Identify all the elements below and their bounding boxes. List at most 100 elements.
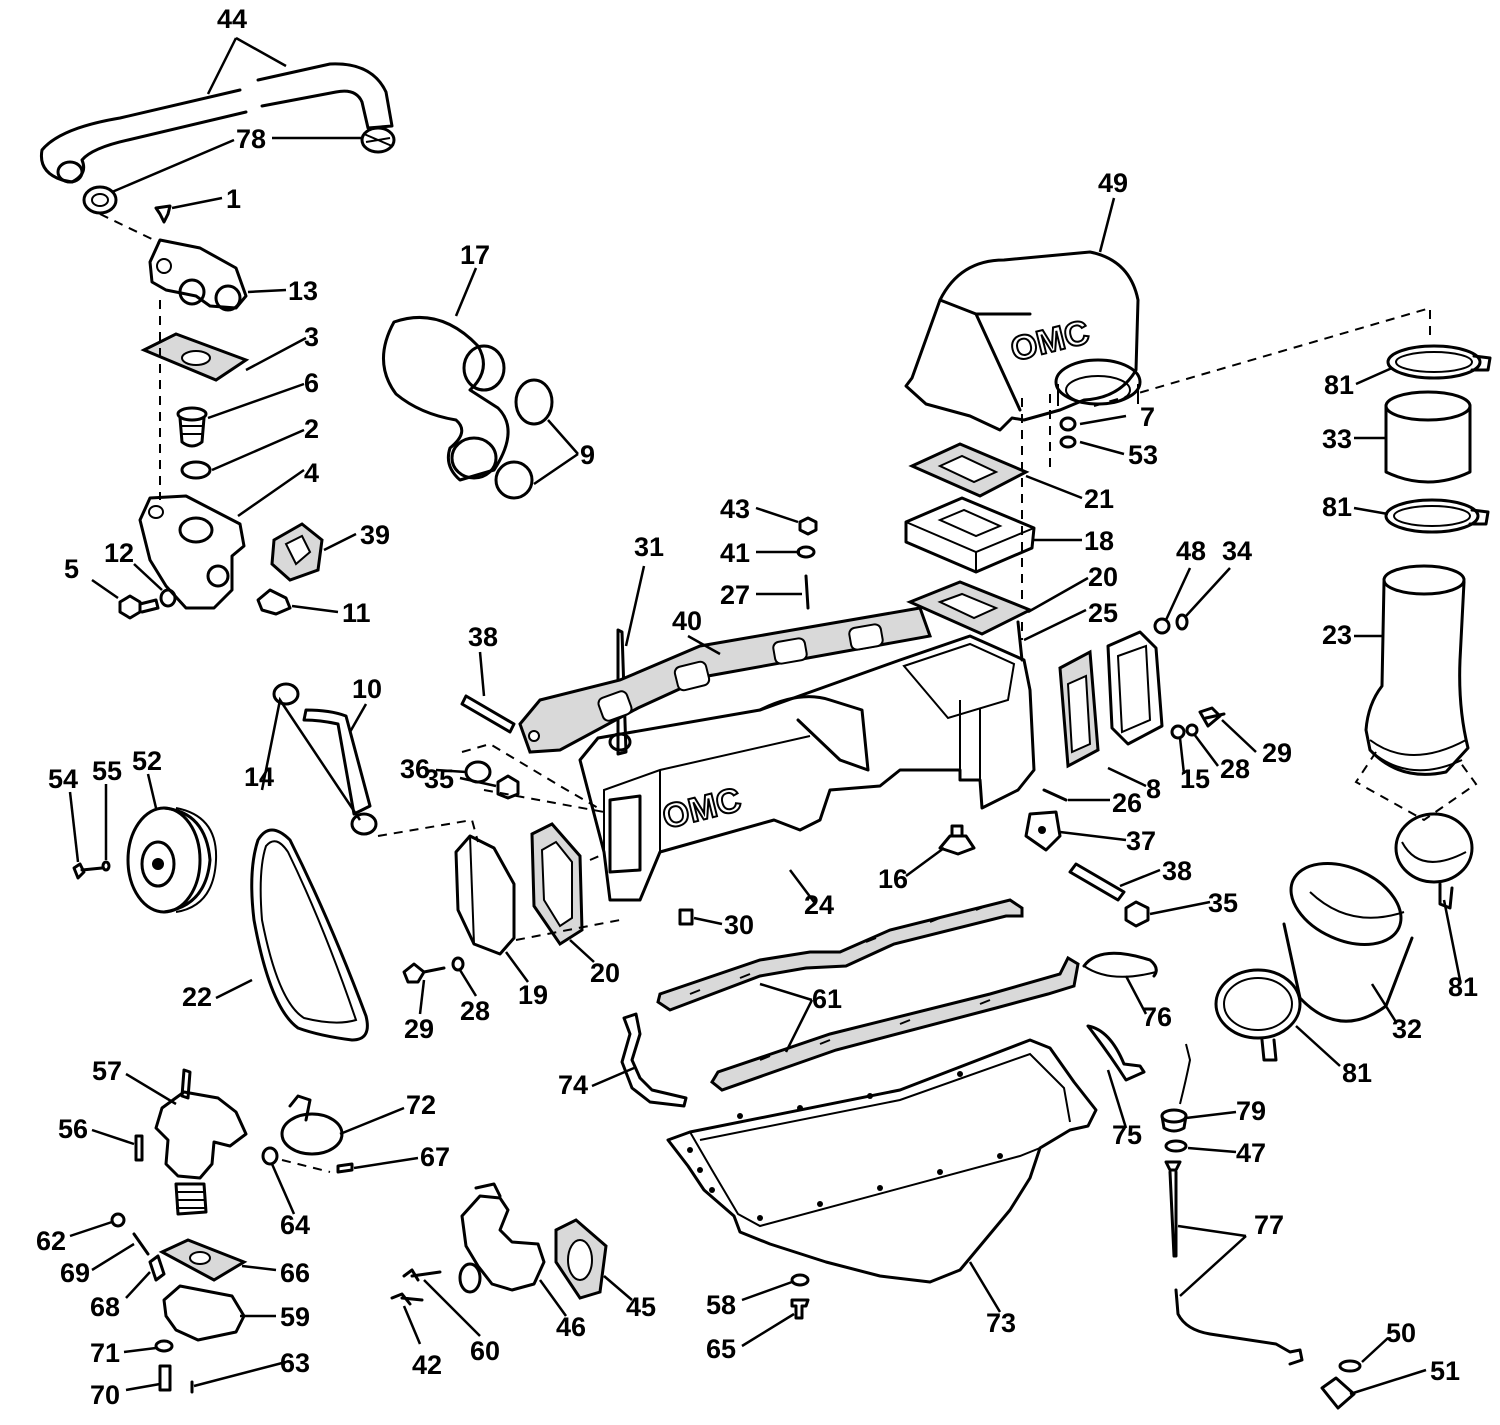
callout-11: 11: [342, 598, 371, 628]
callout-44: 44: [217, 4, 247, 34]
part-51-nut: [1320, 1376, 1356, 1410]
callout-51: 51: [1430, 1356, 1460, 1386]
part-3-gasket: [140, 332, 250, 382]
part-81-clamp-right: [1394, 812, 1474, 910]
part-2-seal: [180, 460, 212, 480]
part-47-seal: [1164, 1139, 1188, 1153]
callout-3: 3: [304, 322, 319, 352]
part-34-washer: [1175, 613, 1189, 631]
part-5-bolt: [118, 594, 160, 620]
callout-52: 52: [132, 746, 162, 776]
part-69-spring: [132, 1232, 150, 1256]
leader-lines: [68, 36, 1462, 1396]
part-30-plug: [678, 908, 694, 926]
callout-42: 42: [412, 1350, 442, 1380]
callout-72: 72: [406, 1090, 436, 1120]
callout-53: 53: [1128, 440, 1158, 470]
alignment-line-screen: [281, 1159, 331, 1173]
callout-68: 68: [90, 1292, 120, 1322]
callout-40: 40: [672, 606, 702, 636]
callout-10: 10: [352, 674, 382, 704]
part-23-exhaust-pipe: [1364, 564, 1470, 776]
part-4-housing: [138, 494, 246, 610]
part-22-belt: [250, 828, 369, 1042]
callout-30: 30: [724, 910, 754, 940]
part-59-pump-cover: [162, 1284, 246, 1342]
part-38-stud-lower: [1068, 862, 1126, 902]
callout-35-upper: 35: [424, 764, 454, 794]
callout-62: 62: [36, 1226, 66, 1256]
callout-24: 24: [804, 890, 834, 920]
callout-9: 9: [580, 440, 595, 470]
callout-70: 70: [90, 1380, 120, 1410]
callout-25: 25: [1088, 598, 1118, 628]
callout-6: 6: [304, 368, 319, 398]
part-37-bracket: [1024, 810, 1062, 852]
callout-81-top: 81: [1324, 370, 1354, 400]
part-41-washer: [796, 545, 816, 559]
callout-21: 21: [1084, 484, 1114, 514]
part-60-bolt: [402, 1268, 442, 1282]
callout-64: 64: [280, 1210, 310, 1240]
callout-14: 14: [244, 762, 274, 792]
part-79-cap: [1160, 1043, 1192, 1133]
callout-49: 49: [1098, 168, 1128, 198]
part-71-washer: [154, 1339, 174, 1353]
callout-2: 2: [304, 414, 319, 444]
part-29-bolt-left: [402, 962, 446, 984]
part-10-hose: [302, 708, 372, 816]
callout-81-left: 81: [1342, 1058, 1372, 1088]
callout-12: 12: [104, 538, 134, 568]
alignment-line-elbow-clamp: [1093, 306, 1431, 407]
part-1-screw: [154, 204, 172, 224]
callout-76: 76: [1142, 1002, 1172, 1032]
callout-29-right: 29: [1262, 738, 1292, 768]
part-25-stud: [1016, 620, 1024, 662]
part-65-bolt: [790, 1298, 810, 1320]
callout-32: 32: [1392, 1014, 1422, 1044]
part-13-thermostat-housing: [148, 238, 248, 312]
part-11-fitting: [256, 588, 292, 616]
callout-58: 58: [706, 1290, 736, 1320]
part-62-ball: [110, 1212, 126, 1228]
part-42-bolt: [390, 1292, 424, 1306]
part-18-spacer: [904, 496, 1036, 574]
part-76-seal: [1082, 951, 1158, 978]
part-16-drain: [938, 824, 976, 856]
part-46-water-pump: [458, 1182, 546, 1294]
part-64-clip: [261, 1146, 279, 1166]
callout-31: 31: [634, 532, 664, 562]
part-48-nut: [1153, 617, 1171, 635]
part-73-oil-pan: [666, 1038, 1098, 1284]
callout-66: 66: [280, 1258, 310, 1288]
part-55-washer: [101, 860, 111, 872]
part-70-bolt: [158, 1364, 172, 1392]
part-14-cap: [272, 682, 378, 836]
callout-38-upper: 38: [468, 622, 498, 652]
callout-45: 45: [626, 1292, 656, 1322]
callout-34: 34: [1222, 536, 1252, 566]
part-39-gasket: [270, 522, 324, 582]
callout-46: 46: [556, 1312, 586, 1342]
part-68-pin: [148, 1254, 166, 1282]
part-56-screw: [134, 1134, 144, 1162]
callout-28-right: 28: [1220, 754, 1250, 784]
callout-73: 73: [986, 1308, 1016, 1338]
callout-4: 4: [304, 458, 319, 488]
callout-69: 69: [60, 1258, 90, 1288]
callout-78: 78: [236, 124, 266, 154]
part-26-pin: [1042, 788, 1068, 802]
part-29-bolt-right: [1198, 706, 1226, 728]
part-66-gasket: [158, 1238, 248, 1282]
callout-60: 60: [470, 1336, 500, 1366]
part-54-screw: [72, 862, 104, 880]
callout-27: 27: [720, 580, 750, 610]
alignment-line-nuts: [461, 742, 605, 813]
part-32-sleeve: [1282, 862, 1414, 1023]
part-40-manifold-gasket: [518, 606, 933, 754]
callout-7: 7: [1140, 402, 1155, 432]
part-7-nut: [1059, 416, 1077, 432]
callout-54: 54: [48, 764, 78, 794]
part-28-washer-left: [451, 956, 465, 972]
